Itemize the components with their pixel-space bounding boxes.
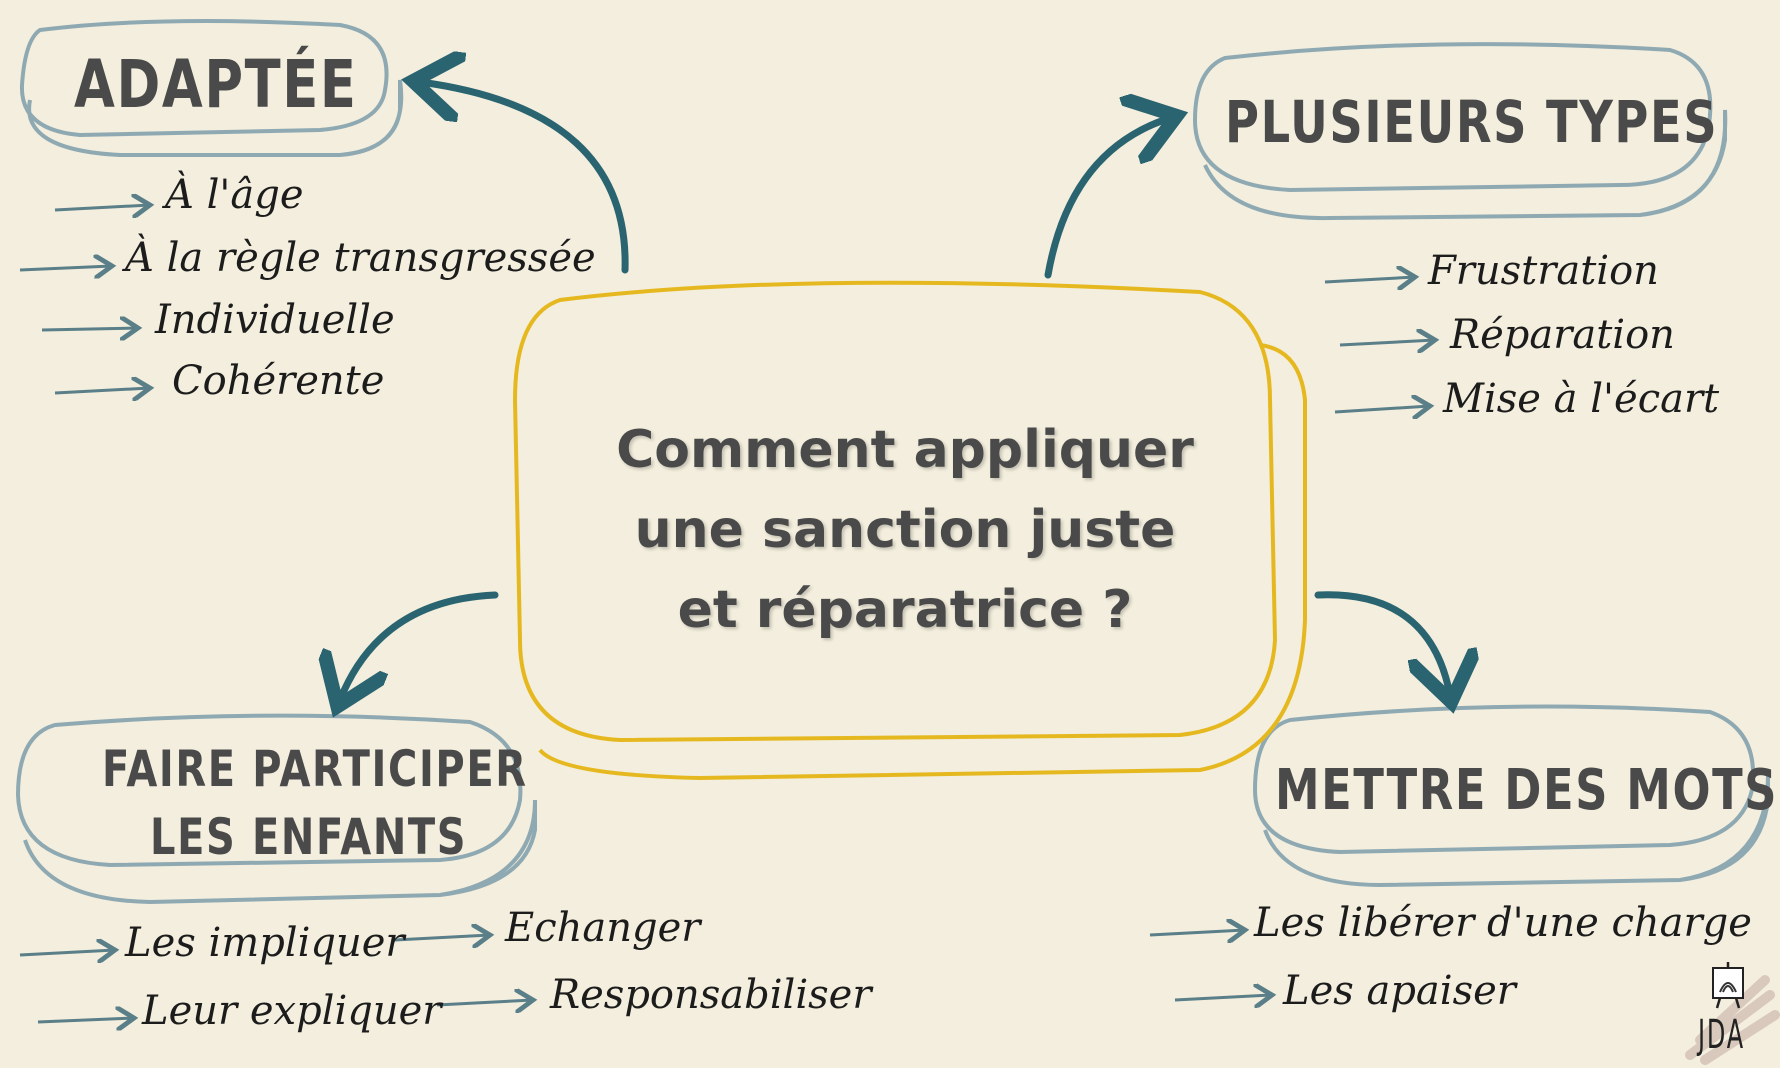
arrow-to-adaptee <box>420 82 629 274</box>
participer-title-line: LES ENFANTS <box>150 808 468 866</box>
bubble-adaptee <box>19 19 404 157</box>
item-arrow <box>37 1018 134 1022</box>
central-question-line: Comment appliquer <box>616 420 1194 480</box>
item-arrow <box>1149 930 1245 935</box>
central-question-line: une sanction juste <box>634 500 1176 560</box>
item-arrow <box>41 328 138 330</box>
arrow-to-mots <box>1314 591 1450 695</box>
types-item: Frustration <box>1428 248 1659 294</box>
bubble-center <box>512 280 1307 781</box>
item-arrow <box>1324 277 1415 282</box>
easel-rainbow-icon <box>1685 962 1780 1065</box>
item-arrow <box>1174 995 1272 1000</box>
mots-title: METTRE DES MOTS <box>1275 758 1779 823</box>
adaptee-item: Cohérente <box>172 358 385 404</box>
item-arrow <box>54 205 150 210</box>
types-item: Réparation <box>1450 312 1675 358</box>
participer-title-line: FAIRE PARTICIPER <box>102 740 528 798</box>
participer-item: Echanger <box>505 905 701 951</box>
participer-item: Leur expliquer <box>142 988 442 1034</box>
bubble-mots <box>1252 704 1771 888</box>
bubble-types <box>1192 42 1728 221</box>
item-arrow <box>19 950 115 955</box>
item-arrow <box>1334 406 1430 412</box>
central-question: Comment appliquer une sanction juste et … <box>520 410 1290 650</box>
participer-item: Les impliquer <box>125 920 405 966</box>
item-arrow <box>394 935 490 940</box>
main-arrows <box>340 82 1450 700</box>
participer-item: Responsabiliser <box>550 972 872 1018</box>
logo-text: JDA <box>1698 1012 1745 1058</box>
adaptee-item: À la règle transgressée <box>125 235 596 281</box>
arrow-to-types <box>1044 118 1170 279</box>
adaptee-title: ADAPTÉE <box>74 46 358 123</box>
arrow-to-participer <box>340 591 499 700</box>
adaptee-item: Individuelle <box>155 297 395 343</box>
adaptee-item: À l'âge <box>165 172 304 218</box>
item-arrow <box>54 388 150 393</box>
item-arrow <box>19 266 112 270</box>
mots-item: Les apaiser <box>1283 968 1516 1014</box>
item-arrow <box>436 1000 533 1005</box>
types-title: PLUSIEURS TYPES <box>1225 88 1719 156</box>
jda-logo: JDA <box>1680 960 1780 1068</box>
types-item: Mise à l'écart <box>1443 376 1720 422</box>
item-arrows <box>19 205 1435 1022</box>
item-arrow <box>1339 340 1435 345</box>
mots-item: Les libérer d'une charge <box>1254 900 1752 946</box>
central-question-line: et réparatrice ? <box>677 580 1133 640</box>
bubble-participer <box>15 713 537 905</box>
